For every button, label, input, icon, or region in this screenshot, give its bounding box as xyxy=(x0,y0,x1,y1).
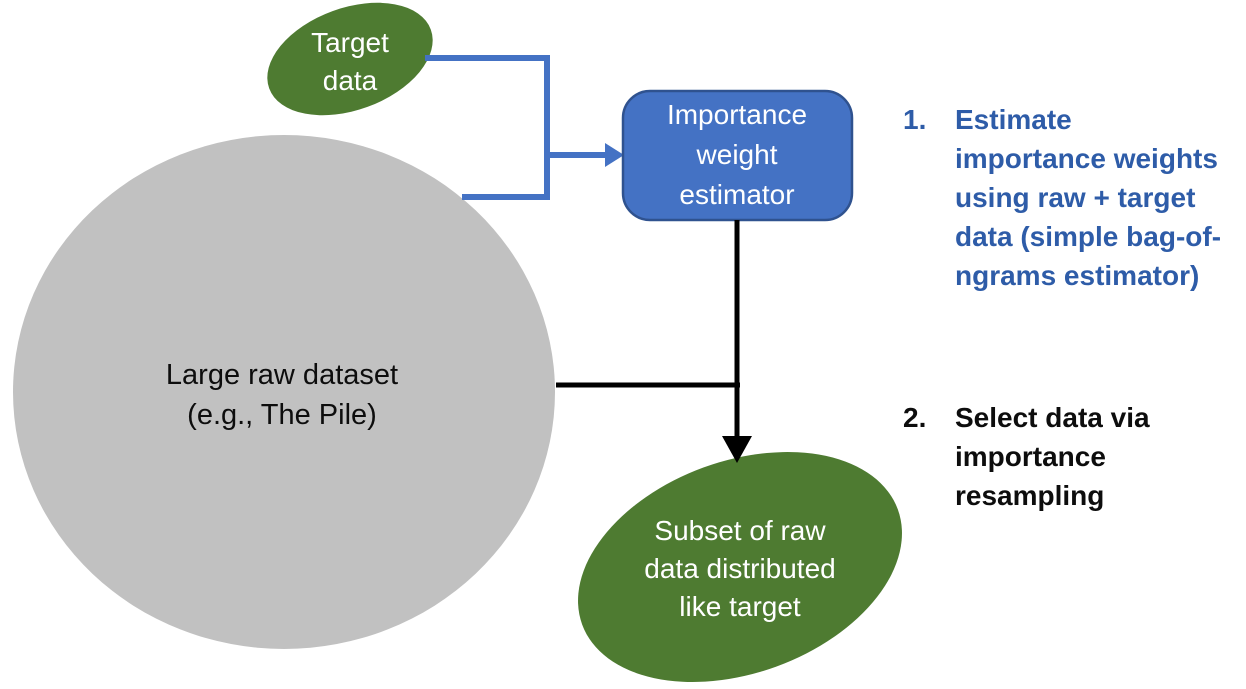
target-data-label: Target data xyxy=(265,24,435,100)
target-data-label-line1: Target xyxy=(311,27,389,58)
step-2-annotation: 2. Select data via importance resampling xyxy=(903,398,1150,515)
step-1-text-line4: data (simple bag-of- xyxy=(955,221,1222,252)
step-1-text-line2: importance weights xyxy=(955,143,1218,174)
step-1-text-line1: Estimate xyxy=(955,104,1072,135)
subset-label-line1: Subset of raw xyxy=(654,515,826,546)
step-1-text-line5: ngrams estimator) xyxy=(955,260,1200,291)
step-1-text: Estimate importance weights using raw + … xyxy=(955,100,1221,295)
large-raw-dataset-label: Large raw dataset (e.g., The Pile) xyxy=(132,355,432,435)
target-data-ellipse xyxy=(267,2,433,116)
subset-ellipse xyxy=(578,452,902,682)
subset-label-line3: like target xyxy=(679,591,801,622)
black-connector xyxy=(556,220,752,463)
large-raw-dataset-label-line1: Large raw dataset xyxy=(165,359,399,391)
step-1-annotation: 1. Estimate importance weights using raw… xyxy=(903,100,1221,295)
step-2-text-line3: resampling xyxy=(955,480,1105,511)
step-2-text-line1: Select data via xyxy=(955,402,1150,433)
large-raw-dataset-label-line2: (e.g., The Pile) xyxy=(187,399,377,431)
blue-arrowhead-icon xyxy=(605,143,624,167)
step-2-text-line2: importance xyxy=(955,441,1106,472)
estimator-label-line1: Importance xyxy=(666,99,808,130)
step-1-text-line3: using raw + target xyxy=(955,182,1196,213)
large-raw-dataset-circle xyxy=(13,135,555,649)
step-2-text: Select data via importance resampling xyxy=(955,398,1150,515)
black-arrowhead-icon xyxy=(722,436,752,463)
target-data-label-line2: data xyxy=(322,65,378,96)
step-2-number: 2. xyxy=(903,402,927,433)
subset-label-line2: data distributed xyxy=(644,553,836,584)
estimator-label: Importance weight estimator xyxy=(622,95,852,215)
estimator-label-line3: estimator xyxy=(679,179,795,210)
step-1-number: 1. xyxy=(903,104,927,135)
subset-label: Subset of raw data distributed like targ… xyxy=(588,512,892,626)
estimator-label-line2: weight xyxy=(696,139,778,170)
blue-connector xyxy=(425,55,624,200)
